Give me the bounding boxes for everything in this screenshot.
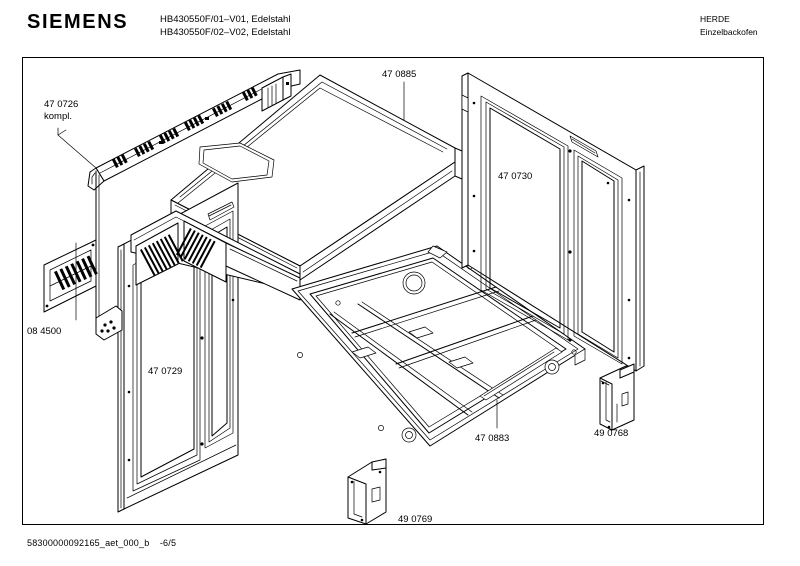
leader-lines	[57, 81, 618, 429]
part-470726-control-panel	[87, 69, 301, 191]
part-label-470883: 47 0883	[475, 433, 510, 444]
category-label: HERDE	[700, 14, 730, 24]
part-label-470730: 47 0730	[498, 171, 533, 182]
subcategory-label: Einzelbackofen	[700, 27, 758, 37]
part-label-470729: 47 0729	[148, 366, 183, 377]
part-label-084500: 08 4500	[27, 326, 62, 337]
model-line-1: HB430550F/01–V01, Edelstahl	[160, 14, 291, 25]
part-label-490768: 49 0768	[594, 428, 629, 439]
part-label-470885: 47 0885	[382, 69, 417, 80]
drawing-id: 58300000092165_aet_000_b	[27, 538, 150, 548]
part-490768-bracket-right	[599, 363, 635, 431]
part-470730-right-side-panel	[461, 72, 645, 372]
page-number: -6/5	[159, 538, 177, 548]
part-490769-bracket-left	[347, 458, 387, 525]
siemens-logo: SIEMENS	[27, 11, 129, 33]
category-block: HERDE Einzelbackofen	[700, 13, 758, 39]
part-470883-base-frame	[291, 245, 586, 447]
model-list: HB430550F/01–V01, Edelstahl HB430550F/02…	[160, 13, 290, 39]
oven-cavity-body	[95, 170, 301, 341]
part-084500-vent-grille	[43, 239, 98, 313]
part-label-470726-note: kompl.	[44, 111, 72, 122]
part-label-470726-id: 47 0726	[44, 99, 79, 110]
drawing-frame	[22, 57, 764, 525]
drawing-footer: 58300000092165_aet_000_b -6/5	[27, 538, 176, 548]
part-label-490769: 49 0769	[398, 514, 433, 525]
model-line-2: HB430550F/02–V02, Edelstahl	[160, 27, 291, 38]
part-label-470726: 47 0726 kompl.	[44, 99, 78, 123]
